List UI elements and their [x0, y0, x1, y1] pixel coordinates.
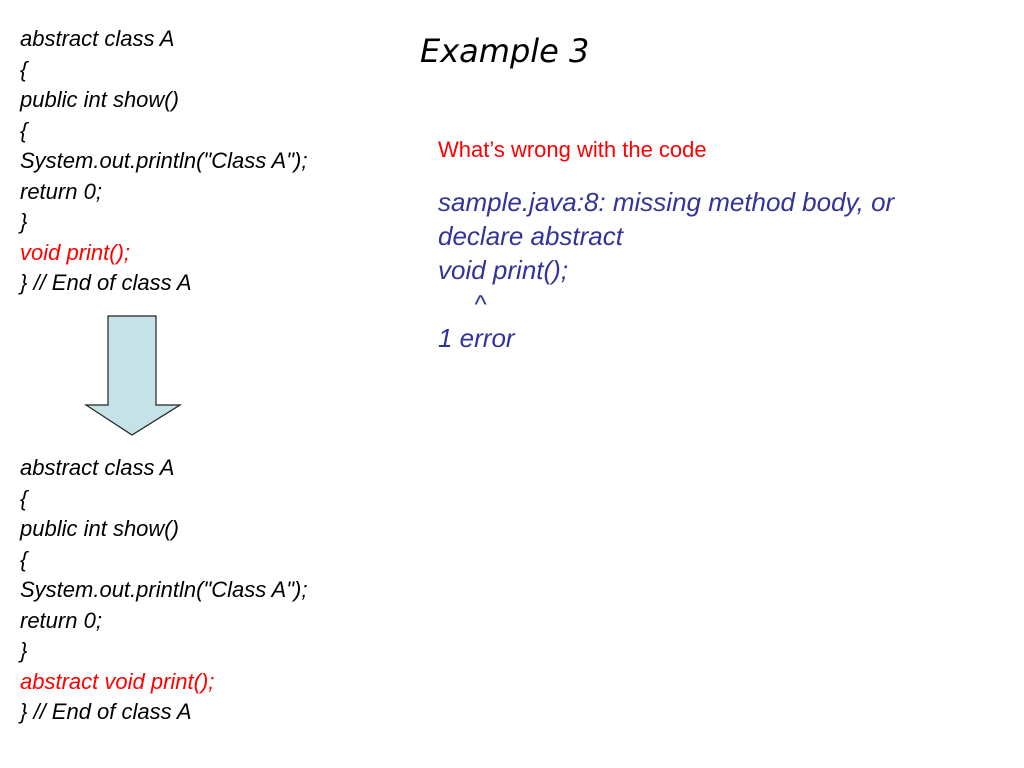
error-count-line: 1 error	[438, 323, 515, 353]
code-after-line: {	[20, 546, 28, 572]
code-after-fix: abstract class A { public int show() { Syste…	[20, 453, 307, 728]
code-after-line: {	[20, 485, 28, 511]
code-before-line: abstract class A	[20, 26, 175, 51]
code-before-line: }	[20, 209, 28, 234]
code-before-line: public int show()	[20, 87, 179, 112]
down-arrow-icon	[84, 315, 182, 436]
code-after-line: }	[20, 638, 28, 663]
error-line: void print();	[438, 255, 569, 285]
down-arrow-shape	[84, 315, 182, 436]
code-after-line: return 0;	[20, 607, 102, 633]
code-before-line: } // End of class A	[20, 270, 192, 295]
error-line: sample.java:8: missing method body, or	[438, 187, 895, 217]
code-before-fix: abstract class A { public int show() { Syste…	[20, 24, 307, 299]
code-before-line: System.out.println("Class A");	[20, 148, 308, 173]
code-after-line: abstract class A	[20, 455, 175, 480]
error-line: declare abstract	[438, 221, 623, 251]
code-after-line: public int show()	[20, 516, 179, 541]
code-after-line: } // End of class A	[20, 699, 192, 724]
compiler-error-output: sample.java:8: missing method body, or d…	[438, 185, 998, 355]
slide-title: Example 3	[420, 32, 590, 70]
code-before-highlighted-line: void print();	[20, 239, 131, 265]
code-after-highlighted-line: abstract void print();	[20, 668, 215, 694]
code-before-line: return 0;	[20, 178, 102, 204]
code-before-line: {	[20, 56, 28, 82]
code-after-line: System.out.println("Class A");	[20, 577, 308, 602]
error-caret-line: ^	[438, 289, 487, 319]
code-before-line: {	[20, 117, 28, 143]
question-text: What’s wrong with the code	[438, 137, 707, 162]
